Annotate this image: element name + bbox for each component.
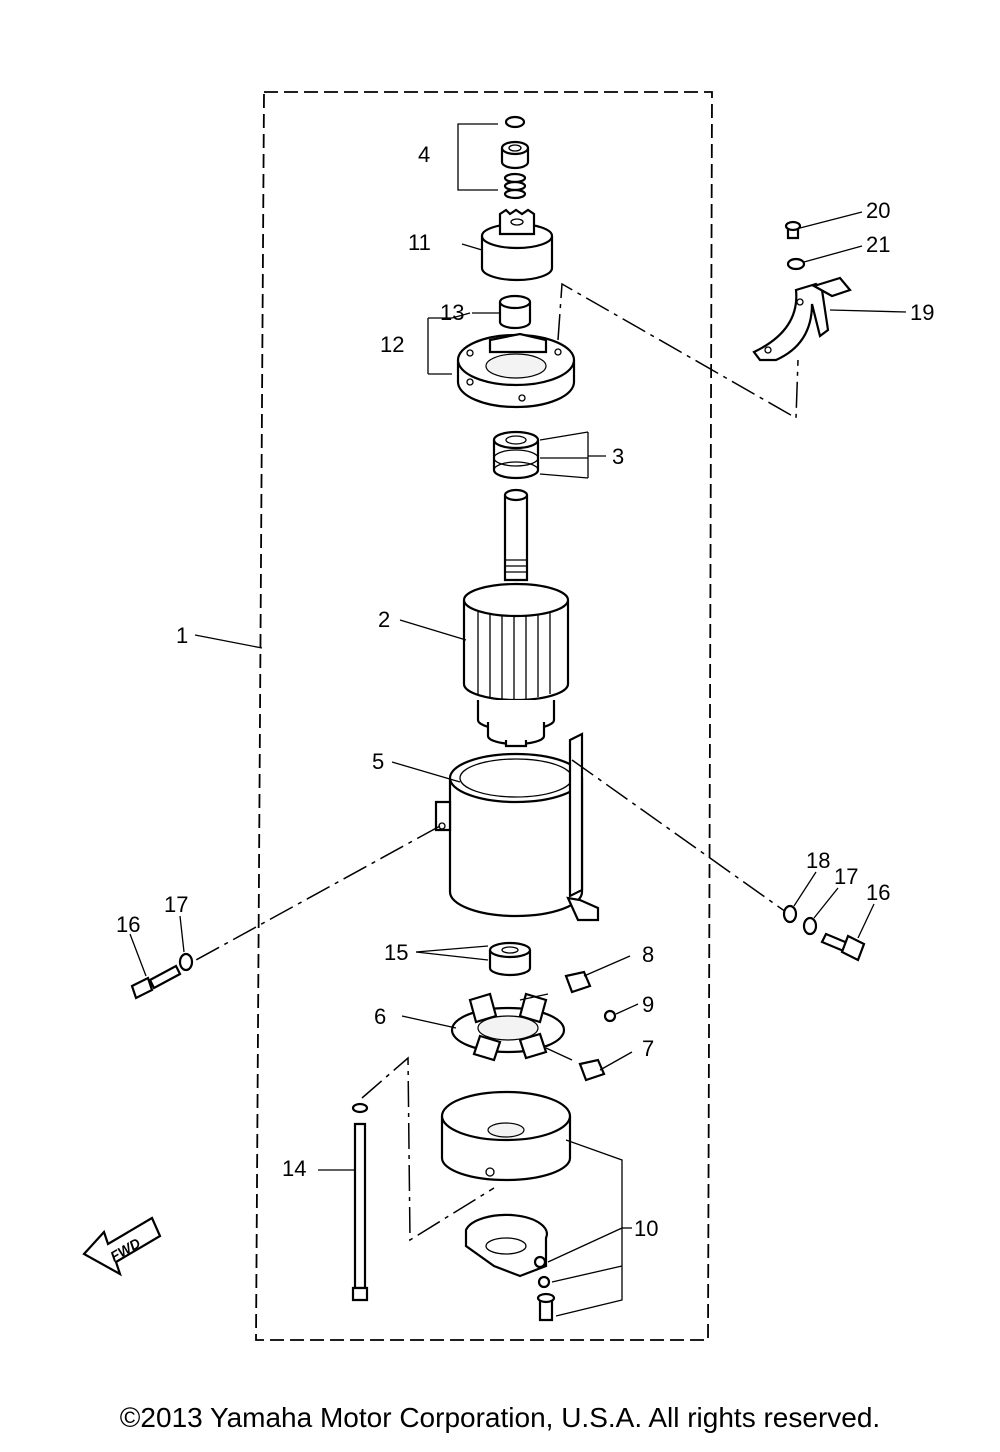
callout-10: 10 xyxy=(634,1216,658,1241)
fwd-arrow-icon: FWD xyxy=(82,1216,162,1277)
part-13-bushing xyxy=(472,294,532,330)
part-14-through-bolt xyxy=(318,1102,369,1302)
part-6-brush-holder xyxy=(401,992,573,1062)
callout-13: 13 xyxy=(440,300,464,325)
callout-20: 20 xyxy=(866,198,890,223)
callout-11: 11 xyxy=(408,230,431,255)
part-12-front-bracket xyxy=(427,312,576,409)
callout-21: 21 xyxy=(866,232,890,257)
part-15-bushing xyxy=(415,941,532,977)
part-2-armature xyxy=(399,488,570,748)
callout-9: 9 xyxy=(642,992,654,1017)
callout-2: 2 xyxy=(378,607,390,632)
part-3-washer-set xyxy=(492,430,606,480)
phantom-line-right-bolt xyxy=(571,759,787,913)
callout-1: 1 xyxy=(176,623,188,648)
part-16-bolt-right xyxy=(820,903,875,962)
callout-18: 18 xyxy=(806,848,830,873)
callout-6: 6 xyxy=(374,1004,386,1029)
assembly-boundary xyxy=(255,91,713,1341)
callout-17-left: 17 xyxy=(164,892,188,917)
part-17-washer-left xyxy=(178,915,194,972)
part-20-bolt xyxy=(784,211,863,240)
part-17-washer-right xyxy=(802,887,839,936)
callout-17-right: 17 xyxy=(834,864,858,889)
phantom-line-left-bolt xyxy=(195,825,441,961)
part-7-brush xyxy=(578,1051,633,1082)
part-19-stay xyxy=(752,276,907,362)
phantom-line-through-bolt xyxy=(361,1056,495,1242)
callout-19: 19 xyxy=(910,300,934,325)
part-9-screw xyxy=(603,1003,639,1023)
callout-5: 5 xyxy=(372,749,384,774)
callout-14: 14 xyxy=(282,1156,306,1181)
part-11-pinion-gear xyxy=(461,208,554,282)
callout-12: 12 xyxy=(380,332,404,357)
part-4-stopper-set xyxy=(457,115,530,200)
part-18-washer-right xyxy=(782,871,817,924)
callout-16-left: 16 xyxy=(116,912,140,937)
phantom-line-bracket-to-stay xyxy=(557,282,799,420)
part-16-bolt-left xyxy=(129,933,182,1000)
part-10-rear-cover xyxy=(440,1090,632,1322)
part-5-yoke xyxy=(391,732,600,922)
callout-3: 3 xyxy=(612,444,624,469)
callout-8: 8 xyxy=(642,942,654,967)
callout-7: 7 xyxy=(642,1036,654,1061)
callout-15: 15 xyxy=(384,940,408,965)
part-21-washer xyxy=(786,245,863,271)
callout-16-right: 16 xyxy=(866,880,890,905)
callout-4: 4 xyxy=(418,142,430,167)
part-8-brush xyxy=(564,955,631,994)
copyright-notice: ©2013 Yamaha Motor Corporation, U.S.A. A… xyxy=(119,1402,881,1433)
